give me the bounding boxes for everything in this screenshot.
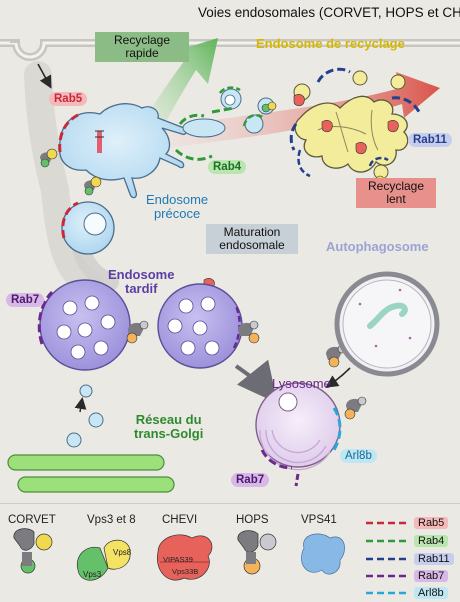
rab5-tag: Rab5 [49,92,88,106]
autophagosome-to-lysosome-arrow [325,367,351,388]
legend-chevi: CHEVI [162,514,198,526]
diagram-title: Voies endosomales (CORVET, HOPS et CHEVI… [198,5,460,20]
chevi-icon [321,120,333,133]
chevi-legend-icon [156,534,213,581]
lysosome [255,382,342,471]
legend-corvet: CORVET [8,514,56,526]
hops-icons [126,320,367,420]
legend-key-arl8b: Arl8b [414,587,448,599]
legend-vps3-subunit: Vps3 [83,570,102,579]
autophagosome [334,271,440,377]
legend-vps3-8: Vps3 et 8 [87,514,136,526]
rab7-left-tag: Rab7 [6,293,45,307]
maturation-track [24,61,104,299]
label-reseau-trans-golgi: Réseau du trans-Golgi [134,412,204,441]
arl8b-tag: Arl8b [340,449,377,463]
vps3-8-icon [261,101,277,113]
label-lysosome: Lysosome [272,376,331,391]
chevi-icon [293,94,305,107]
label-maturation: Maturation endosomale [206,224,298,255]
label-endosome-precoce: Endosome précoce [146,192,209,221]
label-recyclage-lent: Recyclage lent [356,178,436,209]
late-endosome-right [157,283,243,369]
label-endosome-tardif: Endosome tardif [108,267,175,296]
legend-vipas39-subunit: VIPAS39 [163,555,193,564]
corvet-legend-icon [13,528,53,574]
label-autophagosome: Autophagosome [326,239,429,254]
early-endosome [58,103,187,199]
legend-vps41: VPS41 [301,514,337,526]
hops-legend-icon [237,530,277,575]
late-endosome-left [37,279,131,371]
rab5-early-membrane [58,112,81,153]
legend-key-rab4: Rab4 [414,535,449,547]
legend-key-rab5: Rab5 [414,517,449,529]
early-endosome-vesicle [61,201,115,255]
rab4-tag: Rab4 [208,160,247,174]
legend-panel: CORVET Vps3 et 8 CHEVI HOPS VPS41 Vps3 V… [0,503,460,602]
trans-golgi-network [7,384,175,493]
legend-key-rab7: Rab7 [414,570,449,582]
corvet-icon [84,176,102,196]
recycling-endosome [289,67,422,180]
rab7-bottom-tag: Rab7 [231,473,270,487]
legend-vps8-subunit: Vps8 [113,548,132,557]
label-recyclage-rapide: Recyclage rapide [95,32,189,63]
legend-art [13,521,410,595]
chevi-icon [355,142,367,155]
corvet-icon [40,148,58,168]
chevi-icon [387,120,399,133]
label-endosome-recyclage: Endosome de recyclage [256,36,405,51]
legend-key-rab11: Rab11 [414,553,454,565]
endocytosis-arrow [37,63,52,89]
to-lysosome-arrow [234,359,278,404]
legend-vps33b-subunit: Vps33B [172,567,199,576]
vps41-legend-icon [301,533,345,575]
rab4-vesicles [174,86,275,161]
legend-hops: HOPS [236,514,269,526]
vps3-8-legend-icon [76,539,131,581]
rab11-tag: Rab11 [408,133,452,147]
